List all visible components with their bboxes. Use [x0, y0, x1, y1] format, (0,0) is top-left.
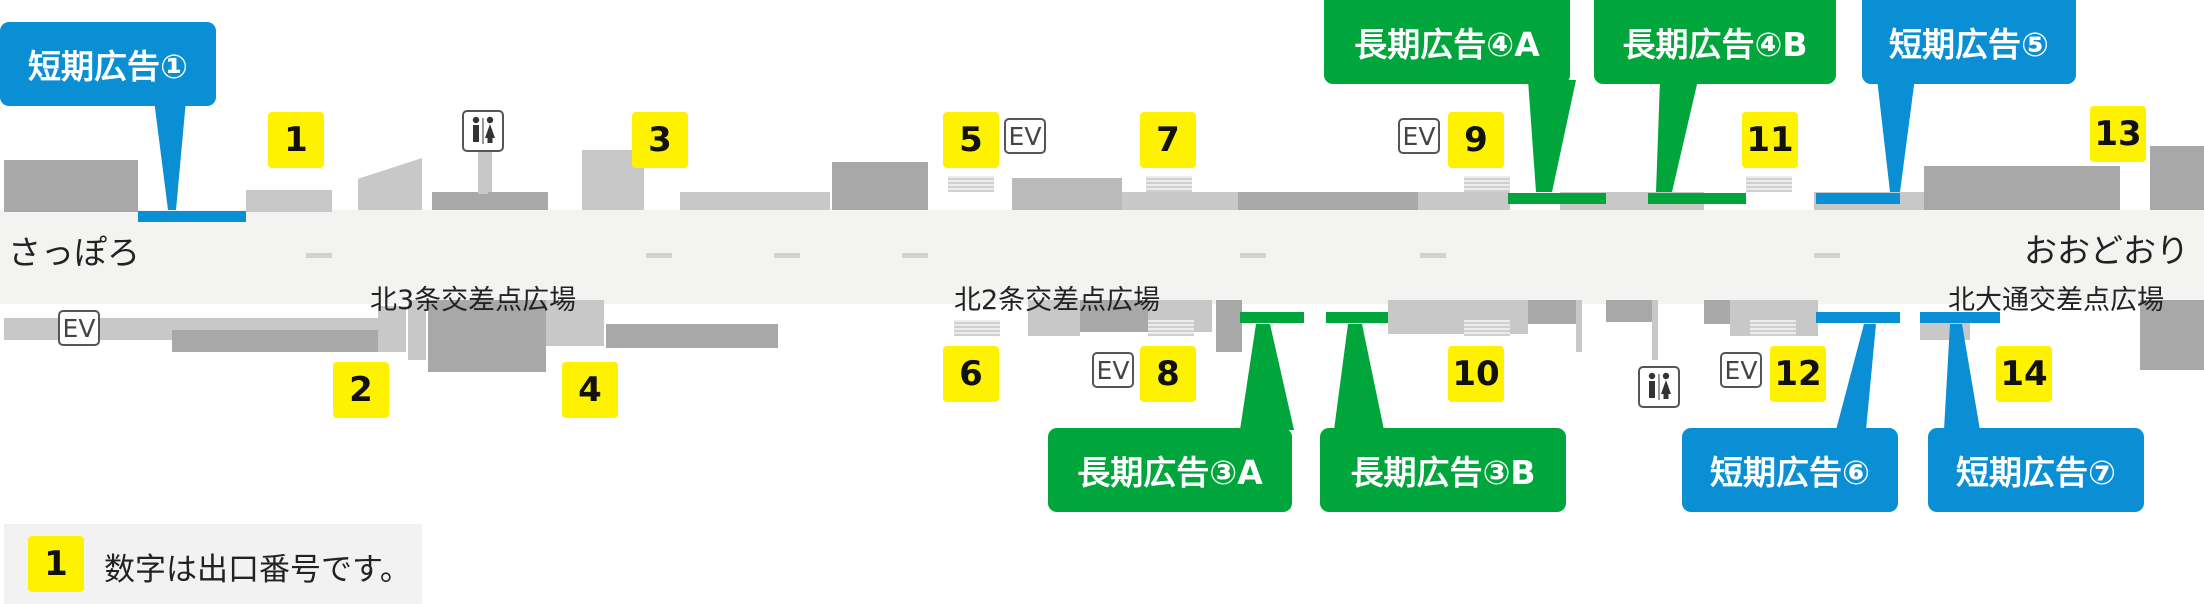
exit-1: 1: [268, 112, 324, 168]
exit-10: 10: [1448, 346, 1504, 402]
ad-bar-long4a: [1508, 193, 1606, 204]
ad-bar-short5: [1816, 193, 1900, 204]
exit-7: 7: [1140, 112, 1196, 168]
exit-6: 6: [943, 346, 999, 402]
exit-8: 8: [1140, 346, 1196, 402]
ad-bar-short6: [1816, 312, 1900, 323]
exit-2: 2: [333, 362, 389, 418]
exit-12: 12: [1770, 346, 1826, 402]
ad-short-6: 短期広告⑥: [1682, 428, 1898, 512]
ad-short-5: 短期広告⑤: [1862, 0, 2076, 84]
ad-bar-long3b: [1326, 312, 1388, 323]
restroom-icon: [462, 110, 504, 152]
legend-text: 数字は出口番号です。: [104, 552, 411, 588]
station-odori: おおどおり: [2024, 231, 2189, 270]
elevator-icon: EV: [58, 310, 100, 346]
exit-13: 13: [2090, 106, 2146, 162]
plaza-kita3: 北3条交差点広場: [370, 285, 577, 316]
ad-bar-long4b: [1648, 193, 1746, 204]
ad-bar-short1: [138, 211, 246, 222]
legend: 1 数字は出口番号です。: [4, 524, 422, 604]
ad-long-4a: 長期広告④A: [1324, 0, 1570, 84]
ad-long-4b: 長期広告④B: [1594, 0, 1836, 84]
plaza-kitaodori: 北大通交差点広場: [1948, 285, 2164, 316]
exit-4: 4: [562, 362, 618, 418]
elevator-icon: EV: [1398, 118, 1440, 154]
exit-3: 3: [632, 112, 688, 168]
exit-14: 14: [1996, 346, 2052, 402]
ad-long-3a: 長期広告③A: [1048, 428, 1292, 512]
elevator-icon: EV: [1720, 352, 1762, 388]
exit-9: 9: [1448, 112, 1504, 168]
exit-11: 11: [1742, 112, 1798, 168]
restroom-stand: [478, 152, 488, 194]
elevator-icon: EV: [1092, 352, 1134, 388]
elevator-icon: EV: [1004, 118, 1046, 154]
ad-short-1: 短期広告①: [0, 22, 216, 106]
legend-exit-sample: 1: [28, 536, 84, 592]
ad-short-7: 短期広告⑦: [1928, 428, 2144, 512]
plaza-kita2: 北2条交差点広場: [954, 285, 1161, 316]
exit-5: 5: [943, 112, 999, 168]
restroom-icon: [1638, 366, 1680, 408]
ad-long-3b: 長期広告③B: [1320, 428, 1566, 512]
station-sapporo: さっぽろ: [8, 233, 140, 272]
ad-bar-long3a: [1240, 312, 1304, 323]
ad-bar-short7: [1920, 312, 2000, 323]
